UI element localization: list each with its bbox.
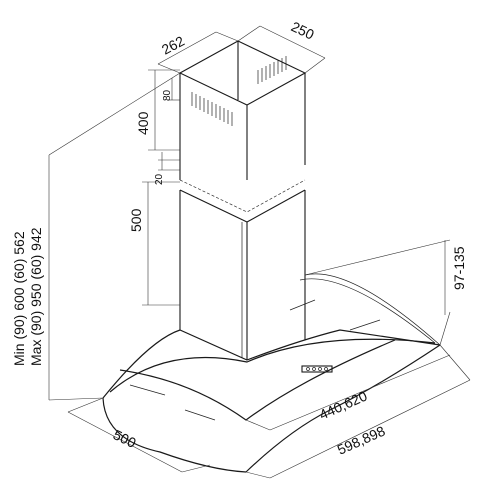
glass-canopy	[102, 273, 441, 473]
lower-chimney	[179, 179, 306, 360]
front-vent-slots	[191, 92, 233, 126]
label-total-min: Min (90) 600 (60) 562	[11, 231, 27, 366]
dim-line-chimney-depth	[157, 31, 217, 65]
label-total-max: Max (90) 950 (60) 942	[28, 227, 44, 366]
label-glass-depth: 440,620	[317, 387, 370, 422]
upper-chimney	[178, 40, 307, 180]
label-upper-chimney-height: 400	[135, 111, 151, 135]
label-hood-width: 598,898	[335, 422, 388, 457]
dim-line-glass-depth	[269, 354, 451, 431]
label-chimney-width: 250	[289, 18, 317, 42]
label-lower-chimney-height: 500	[128, 208, 144, 232]
label-overlap: 20	[154, 173, 165, 185]
dim-line-hood-depth	[67, 411, 183, 473]
label-glass-height: 97-135	[451, 246, 467, 290]
upper-chimney-top	[178, 40, 307, 106]
side-vent-slots	[257, 56, 287, 84]
dim-line-hood-width	[269, 379, 471, 479]
label-vent-offset: 80	[162, 89, 173, 101]
dim-line-chimney-width	[259, 25, 326, 59]
label-chimney-depth: 262	[159, 32, 187, 57]
control-panel	[301, 365, 333, 373]
